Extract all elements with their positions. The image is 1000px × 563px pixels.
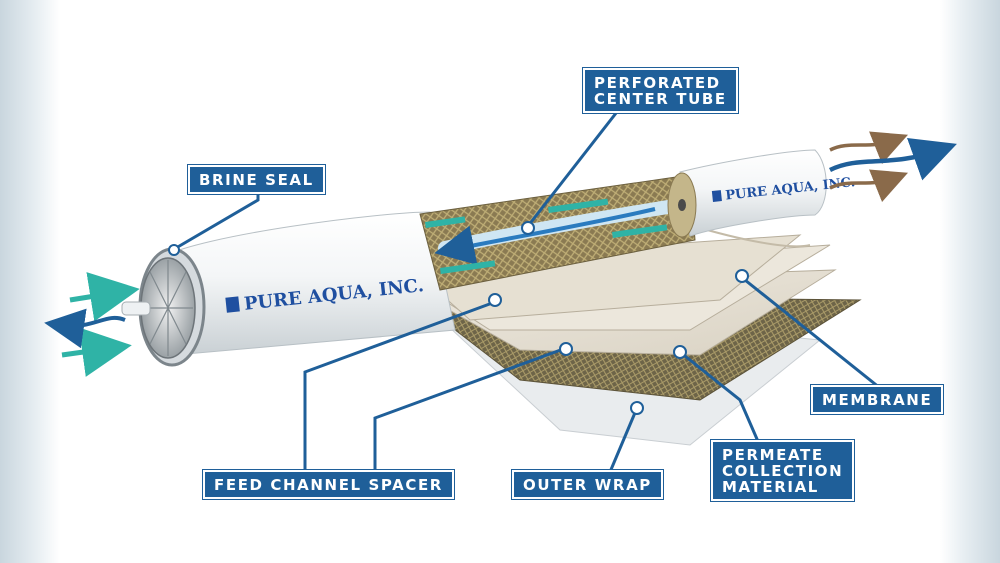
label-feed-channel-spacer: FEED CHANNEL SPACER — [203, 470, 454, 499]
leader-feed-spacer — [303, 300, 496, 472]
right-tube-end-hole — [678, 199, 686, 211]
permeate-port — [121, 301, 151, 316]
brand-logo-mark-small — [711, 190, 722, 202]
background-right-fade — [940, 0, 1000, 563]
concentrate-arrow-left — [44, 308, 126, 349]
feed-arrow-top — [69, 272, 140, 322]
left-housing-tube — [159, 211, 456, 356]
teal-flow-3 — [440, 260, 496, 274]
feed-arrow-bottom — [61, 327, 132, 377]
leader-permeate — [679, 350, 762, 447]
marker-outer-wrap — [630, 401, 644, 415]
leader-membrane — [739, 274, 881, 390]
teal-flow-4 — [425, 216, 466, 228]
end-cap-spokes — [143, 260, 193, 356]
label-permeate-collection-material: PERMEATE COLLECTION MATERIAL — [711, 440, 855, 501]
teal-flow-1 — [548, 198, 609, 213]
leader-outer-wrap — [608, 407, 639, 473]
marker-center-tube — [521, 221, 535, 235]
brine-arrow-bottom — [829, 169, 909, 203]
marker-feed-spacer-2 — [559, 342, 573, 356]
background-left-fade — [0, 0, 60, 563]
leader-feed-spacer-2 — [373, 346, 567, 472]
marker-permeate — [673, 345, 687, 359]
brine-arrow-top — [829, 131, 909, 165]
marker-brine-seal — [168, 244, 180, 256]
marker-feed-spacer — [488, 293, 502, 307]
brand-logo-mark-large — [225, 296, 240, 313]
label-brine-seal: BRINE SEAL — [188, 165, 325, 194]
right-housing-tube — [679, 149, 827, 237]
label-outer-wrap: OUTER WRAP — [512, 470, 663, 499]
leader-center-tube — [526, 107, 622, 227]
permeate-arrow-right — [828, 137, 957, 181]
label-membrane: MEMBRANE — [811, 385, 944, 414]
center-tube-flow-arrow — [434, 207, 656, 265]
marker-membrane — [735, 269, 749, 283]
teal-flow-2 — [612, 224, 668, 238]
label-perforated-center-tube: PERFORATED CENTER TUBE — [583, 68, 738, 113]
